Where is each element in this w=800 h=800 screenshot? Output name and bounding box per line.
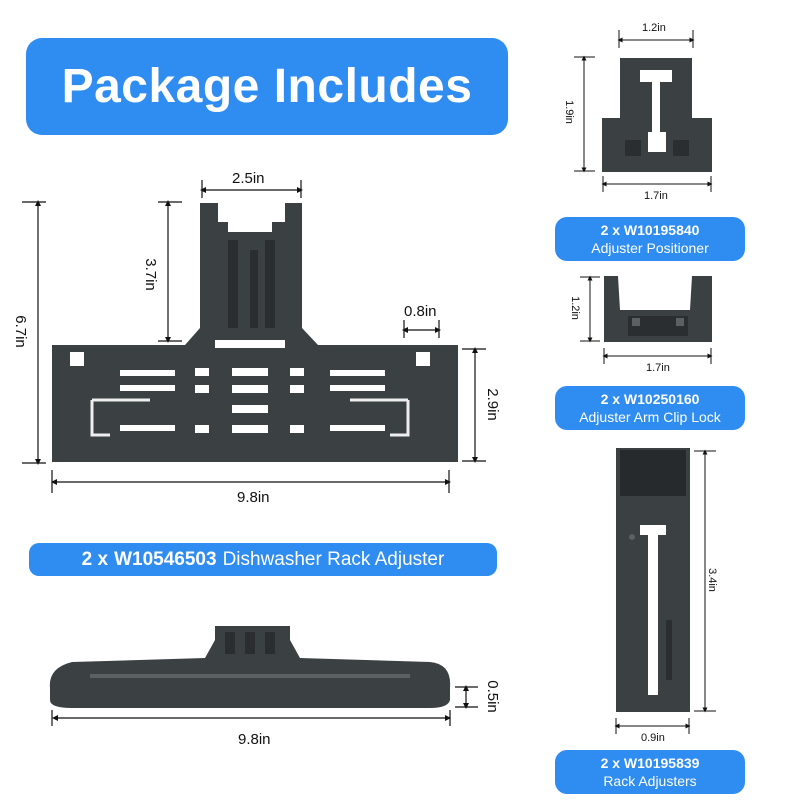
positioner-qty: 2 x [600,222,621,238]
rack-adjusters-name: Rack Adjusters [603,773,697,789]
positioner-model: W10195840 [623,222,700,238]
dim-positioner-height: 1.9in [562,100,575,124]
rack-adjuster-name: Dishwasher Rack Adjuster [222,548,445,570]
positioner-name: Adjuster Positioner [591,240,709,256]
page-title: Package Includes [26,38,508,135]
dim-side-height: 2.9in [483,388,501,421]
rack-adjuster-model: W10546503 [114,548,217,570]
dim-top-width: 2.5in [232,170,265,187]
clip-lock-image [604,276,712,342]
rack-adjusters-model: W10195839 [623,755,700,771]
dim-total-height: 6.7in [11,315,29,348]
rack-adjuster-label: 2 x W10546503 Dishwasher Rack Adjuster [29,543,497,576]
rack-adjuster-qty: 2 x [81,548,109,570]
clip-lock-qty: 2 x [600,391,621,407]
dim-clip-width: 1.7in [646,362,670,374]
rack-adjusters-image [616,448,690,712]
dim-rack-height: 3.4in [705,568,718,592]
dim-positioner-bottom: 1.7in [644,190,668,202]
positioner-label: 2 x W10195840 Adjuster Positioner [555,217,745,261]
dim-notch: 0.8in [404,303,437,320]
rack-adjuster-side-image [49,626,451,708]
rack-adjuster-front-image [52,203,458,462]
rack-adjusters-label: 2 x W10195839 Rack Adjusters [555,750,745,794]
dim-thickness: 0.5in [483,680,501,713]
dim-stem-height: 3.7in [141,258,159,291]
clip-lock-label: 2 x W10250160 Adjuster Arm Clip Lock [555,386,745,430]
clip-lock-name: Adjuster Arm Clip Lock [579,409,721,425]
adjuster-positioner-image [602,58,712,172]
dim-positioner-top: 1.2in [642,22,666,34]
rack-adjusters-qty: 2 x [600,755,621,771]
dim-width: 9.8in [237,489,270,506]
dim-rack-width: 0.9in [641,732,665,744]
dim-side-width: 9.8in [238,731,271,748]
clip-lock-model: W10250160 [623,391,700,407]
dim-clip-height: 1.2in [568,296,581,320]
